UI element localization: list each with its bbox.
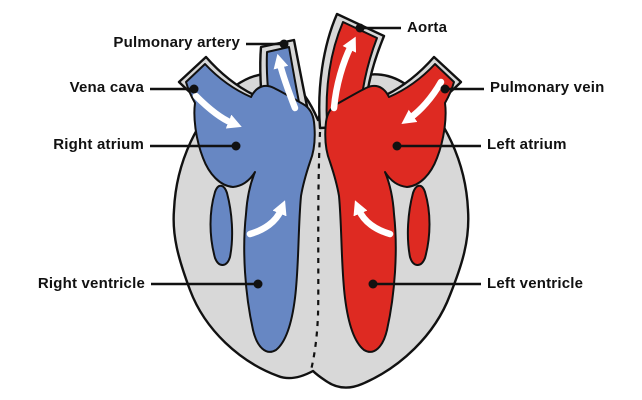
- label-aorta: Aorta: [407, 19, 448, 36]
- right-ventricle-flow-arrow: [246, 200, 287, 238]
- pulmonary-artery-flow-arrow: [273, 53, 299, 112]
- leader-dot-aorta: [355, 23, 365, 33]
- label-left-ventricle: Left ventricle: [487, 275, 584, 292]
- label-right-ventricle: Right ventricle: [37, 275, 145, 292]
- aorta-flow-arrow: [330, 36, 357, 112]
- leader-dot-right-atrium: [231, 141, 241, 151]
- left-ventricle-crevice: [406, 184, 431, 266]
- label-pulmonary-vein: Pulmonary vein: [490, 79, 605, 96]
- right-ventricle-crevice: [209, 184, 234, 266]
- leader-dot-pulmonary-vein: [440, 84, 450, 94]
- left-ventricle-flow-arrow: [353, 200, 394, 238]
- label-pulmonary-artery: Pulmonary artery: [113, 34, 240, 51]
- leader-lines: [150, 23, 484, 289]
- label-left-atrium: Left atrium: [487, 136, 567, 153]
- leader-dot-right-ventricle: [253, 279, 263, 289]
- leader-dot-pulmonary-artery: [279, 39, 289, 49]
- leader-dot-left-atrium: [392, 141, 402, 151]
- blood-flow-arrows: [192, 36, 445, 238]
- left-atrium-and-ventricle-blood: [324, 63, 455, 353]
- vena-cava-flow-arrow: [192, 92, 242, 129]
- pulmonary-vein-flow-arrow: [401, 78, 445, 125]
- label-vena-cava: Vena cava: [69, 79, 144, 96]
- leader-dot-vena-cava: [189, 84, 199, 94]
- label-right-atrium: Right atrium: [53, 136, 144, 153]
- oxygen-rich-blood-shapes: [324, 21, 455, 353]
- leader-dot-left-ventricle: [368, 279, 378, 289]
